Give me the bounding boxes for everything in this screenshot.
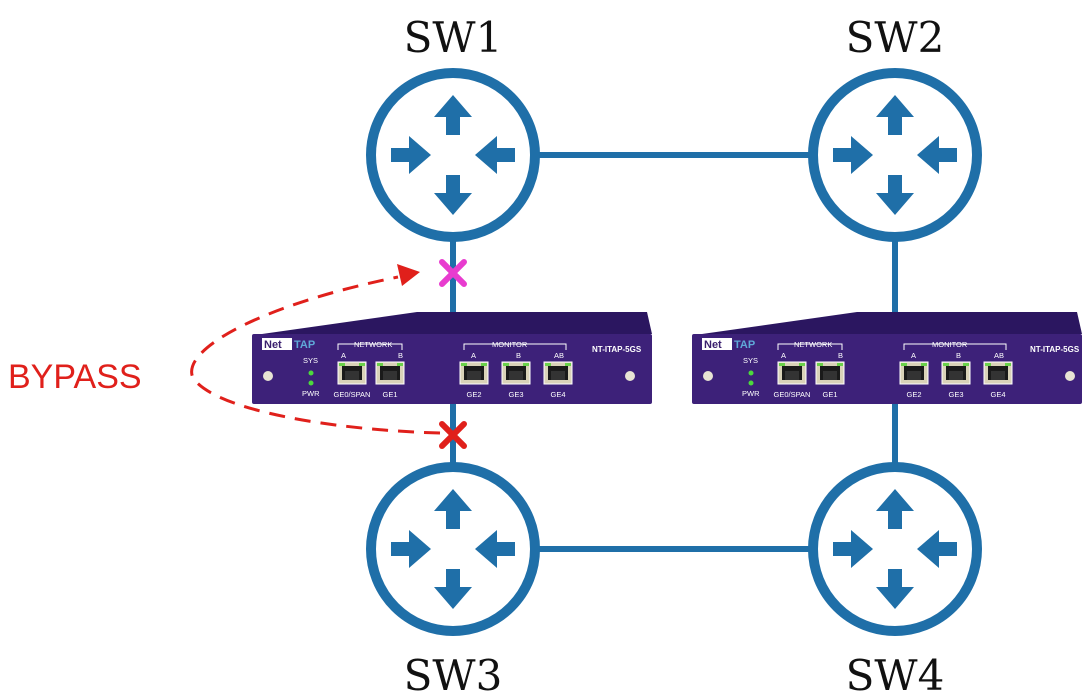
port-ge1 <box>815 361 845 385</box>
tap-device-left: Net TAP NT-ITAP-5GS SYS PWR NETWORK MONI… <box>252 312 652 404</box>
network-group-label: NETWORK <box>794 340 832 349</box>
mount-hole-icon <box>1065 371 1075 381</box>
port-label: GE2 <box>466 390 481 399</box>
port-letter: B <box>516 351 521 360</box>
break-x-top-icon <box>439 259 467 287</box>
pwr-led <box>748 380 754 386</box>
led-sys-label: SYS <box>743 356 758 365</box>
port-ge4 <box>543 361 573 385</box>
switch-ring <box>366 462 540 636</box>
monitor-group-label: MONITOR <box>492 340 528 349</box>
switch-label-sw1: SW1 <box>404 13 503 62</box>
port-label: GE4 <box>550 390 565 399</box>
break-x-bottom-icon <box>439 421 467 449</box>
port-label: GE3 <box>948 390 963 399</box>
port-letter: B <box>956 351 961 360</box>
tap-top-panel <box>262 312 652 334</box>
port-ge2 <box>899 361 929 385</box>
led-sys-label: SYS <box>303 356 318 365</box>
port-ge3 <box>501 361 531 385</box>
brand-logo <box>262 338 292 350</box>
tap-front-panel <box>692 334 1082 404</box>
monitor-group-label: MONITOR <box>932 340 968 349</box>
brand-net-text: Net <box>264 339 282 351</box>
port-letter: B <box>838 351 843 360</box>
switch-sw1 <box>366 68 540 242</box>
switch-label-sw3: SW3 <box>404 651 503 698</box>
port-letter: AB <box>554 351 564 360</box>
switch-ring <box>366 68 540 242</box>
bypass-label: BYPASS <box>8 358 142 396</box>
port-ge1 <box>375 361 405 385</box>
port-ge2 <box>459 361 489 385</box>
port-label: GE3 <box>508 390 523 399</box>
port-ge3 <box>941 361 971 385</box>
led-pwr-label: PWR <box>302 389 320 398</box>
mount-hole-icon <box>625 371 635 381</box>
network-group-label: NETWORK <box>354 340 392 349</box>
switch-ring <box>808 68 982 242</box>
model-label: NT-ITAP-5GS <box>1030 345 1080 354</box>
port-letter: A <box>471 351 476 360</box>
port-ge4 <box>983 361 1013 385</box>
model-label: NT-ITAP-5GS <box>592 345 642 354</box>
tap-device-right: Net TAP NT-ITAP-5GS SYS PWR NETWORK MONI… <box>692 312 1082 404</box>
port-letter: AB <box>994 351 1004 360</box>
led-pwr-label: PWR <box>742 389 760 398</box>
links <box>450 152 898 552</box>
tap-front-panel <box>252 334 652 404</box>
mount-hole-icon <box>263 371 273 381</box>
pwr-led <box>308 380 314 386</box>
port-ge0 <box>777 361 807 385</box>
switch-label-sw2: SW2 <box>846 13 945 62</box>
port-label: GE1 <box>382 390 397 399</box>
switch-label-sw4: SW4 <box>846 651 945 698</box>
port-letter: B <box>398 351 403 360</box>
tap-top-panel <box>702 312 1082 334</box>
port-label: GE1 <box>822 390 837 399</box>
port-letter: A <box>781 351 786 360</box>
switch-sw4 <box>808 462 982 636</box>
port-letter: A <box>341 351 346 360</box>
brand-logo <box>702 338 732 350</box>
port-letter: A <box>911 351 916 360</box>
switch-ring <box>808 462 982 636</box>
switch-sw2 <box>808 68 982 242</box>
port-label: GE4 <box>990 390 1005 399</box>
bypass-path <box>190 264 441 435</box>
port-label: GE0/SPAN <box>774 390 811 399</box>
brand-tap-text: TAP <box>734 339 755 351</box>
port-label: GE2 <box>906 390 921 399</box>
port-ge0 <box>337 361 367 385</box>
sys-led <box>748 370 754 376</box>
brand-net-text: Net <box>704 339 722 351</box>
brand-tap-text: TAP <box>294 339 315 351</box>
mount-hole-icon <box>703 371 713 381</box>
sys-led <box>308 370 314 376</box>
bypass-arrowhead-icon <box>397 264 420 286</box>
port-label: GE0/SPAN <box>334 390 371 399</box>
switch-sw3 <box>366 462 540 636</box>
